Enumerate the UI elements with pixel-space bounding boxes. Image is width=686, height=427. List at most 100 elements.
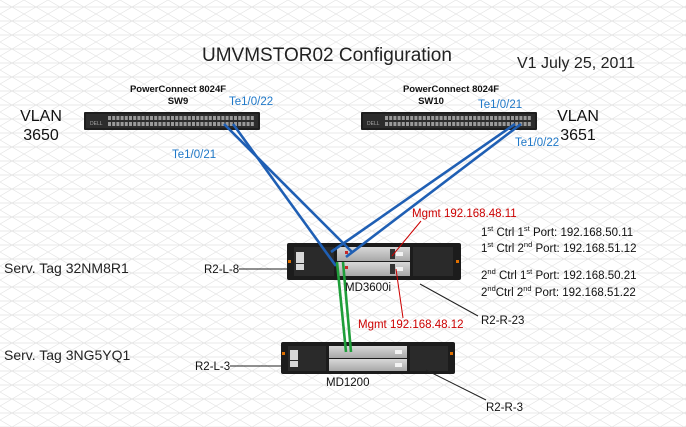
switch-port: [435, 116, 439, 120]
switch-port: [213, 116, 216, 120]
switch-port: [187, 116, 191, 120]
switch-port: [502, 116, 506, 120]
switch-port: [452, 122, 456, 126]
switch-port: [494, 116, 498, 120]
switch-port: [150, 122, 153, 126]
vlan-right-label-line1: VLAN: [557, 108, 599, 125]
switch-port: [410, 116, 414, 120]
switch-port: [166, 116, 170, 120]
switch-port: [116, 122, 120, 126]
switch-port: [154, 122, 158, 126]
switch-port: [238, 122, 242, 126]
switch-port: [422, 122, 426, 126]
cable-sw9-a: [223, 123, 353, 253]
port-label-sw10-top: Te1/0/21: [478, 99, 522, 111]
switch-port: [112, 122, 116, 126]
switch-port: [229, 122, 233, 126]
switch-port: [414, 122, 418, 126]
switch-port: [137, 116, 141, 120]
rack-label-r2-r-3: R2-R-3: [486, 402, 523, 414]
switch-port: [515, 116, 519, 120]
switch-port: [481, 122, 485, 126]
switch-port: [469, 122, 472, 126]
switch-port: [154, 116, 158, 120]
switch-port: [250, 116, 254, 120]
iscsi-cables-blue: [223, 122, 522, 267]
switch-port: [397, 122, 401, 126]
switch-port: [460, 122, 464, 126]
switch1-model-label: PowerConnect 8024F: [130, 84, 226, 95]
svg-text:DELL: DELL: [90, 121, 103, 127]
diagram-title: UMVMSTOR02 Configuration: [202, 45, 452, 66]
switch-port: [204, 116, 208, 120]
switch-port: [523, 122, 527, 126]
switch-port: [246, 122, 250, 126]
switch-port: [439, 122, 443, 126]
switch-port: [431, 122, 435, 126]
vlan-left-label-line1: VLAN: [20, 108, 62, 125]
switch-port: [120, 116, 124, 120]
switch-port: [217, 116, 221, 120]
switch-port: [208, 116, 212, 120]
switch-port: [414, 116, 418, 120]
ip-line-1: 1st Ctrl 1st Port: 192.168.50.11: [481, 224, 633, 239]
switch-port: [464, 122, 468, 126]
switch-port: [137, 122, 141, 126]
array-label-md1200: MD1200: [326, 377, 369, 389]
cable-sw9-b: [231, 123, 338, 267]
switch-port: [456, 122, 460, 126]
switch-port: [448, 116, 451, 120]
switch-port: [527, 122, 531, 126]
switch-port: [494, 122, 498, 126]
switch-port: [406, 122, 409, 126]
switch-port: [473, 122, 477, 126]
switch2-name-label: SW10: [418, 96, 444, 107]
switch-port: [477, 122, 481, 126]
mgmt2-leader: [395, 268, 404, 319]
switch-port: [229, 116, 233, 120]
switch-port: [179, 122, 183, 126]
switch2-model-label: PowerConnect 8024F: [403, 84, 499, 95]
port-label-sw9-bottom: Te1/0/21: [172, 149, 216, 161]
rack-leader-r2-r-23: [419, 283, 479, 317]
switch-port: [133, 116, 137, 120]
switch-port: [225, 116, 229, 120]
switch-port: [506, 116, 510, 120]
switch-port: [469, 116, 472, 120]
vlan-left-label-line2: 3650: [23, 127, 59, 144]
switch-port: [527, 116, 531, 120]
powerconnect-switch-sw10: DELL: [361, 112, 537, 130]
switch-port: [145, 122, 149, 126]
switch-port: [511, 122, 514, 126]
switch-port: [162, 116, 166, 120]
mgmt2-label: Mgmt 192.168.48.12: [358, 319, 464, 331]
switch-port: [477, 116, 481, 120]
switch-port: [439, 116, 443, 120]
ip-line-4: 2ndCtrl 2nd Port: 192.168.51.22: [481, 284, 636, 299]
controller-port-ip-list: 1st Ctrl 1st Port: 192.168.50.11 1st Ctr…: [481, 224, 636, 299]
switch-port: [242, 116, 246, 120]
switch-port: [406, 116, 409, 120]
ip-line-3: 2nd Ctrl 1st Port: 192.168.50.21: [481, 267, 636, 282]
switch-port: [393, 116, 397, 120]
version-label: V1 July 25, 2011: [517, 55, 635, 72]
switch-port: [431, 116, 435, 120]
switch-port: [179, 116, 183, 120]
switch-port: [204, 122, 208, 126]
md3600i-array: [287, 243, 461, 280]
switch-port: [460, 116, 464, 120]
switch-port: [250, 122, 254, 126]
switch-port: [410, 122, 414, 126]
switch-port: [385, 122, 388, 126]
switch-port: [502, 122, 506, 126]
switch-port: [112, 116, 116, 120]
service-tag-md1200: Serv. Tag 3NG5YQ1: [4, 347, 131, 363]
switch-port: [443, 122, 447, 126]
sas-cable-a: [335, 261, 348, 353]
rack-label-r2-l-3: R2-L-3: [195, 361, 230, 373]
switch-port: [116, 116, 120, 120]
switch-port: [162, 122, 166, 126]
switch-port: [401, 116, 405, 120]
